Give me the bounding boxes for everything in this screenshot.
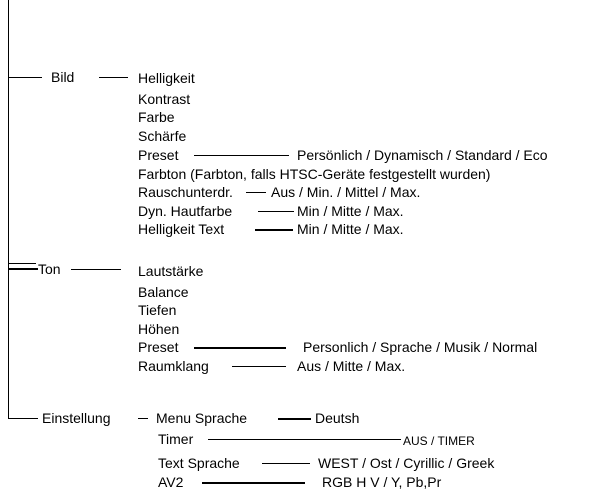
einstellung-av2-connector	[202, 482, 305, 484]
bild-item-farbe: Farbe	[138, 109, 175, 125]
bild-rausch-connector	[246, 192, 266, 193]
category-ton: Ton	[38, 261, 61, 277]
ton-item-raumklang: Raumklang	[138, 358, 209, 374]
einstellung-menusprache-options: Deutsh	[315, 410, 360, 426]
bild-item-farbton: Farbton (Farbton, falls HTSC-Geräte fest…	[138, 166, 491, 182]
einstellung-item-av2: AV2	[158, 474, 184, 490]
bild-branch-line	[99, 77, 128, 78]
einstellung-item-text-sprache: Text Sprache	[158, 455, 240, 471]
ton-raumklang-connector	[232, 366, 286, 367]
bild-haut-connector	[258, 211, 294, 212]
einstellung-av2-options: RGB H V / Y, Pb,Pr	[322, 474, 442, 490]
einstellung-timer-connector	[208, 439, 401, 440]
ton-connector	[8, 268, 38, 270]
main-trunk-line	[8, 0, 9, 418]
einstellung-item-menu-sprache: Menu Sprache	[156, 410, 248, 426]
bild-item-kontrast: Kontrast	[138, 91, 191, 107]
bild-rausch-options: Aus / Min. / Mittel / Max.	[271, 184, 421, 200]
ton-preset-connector	[194, 347, 286, 349]
ton-item-lautstaerke: Lautstärke	[138, 263, 204, 279]
bild-item-preset: Preset	[138, 147, 179, 163]
ton-raumklang-options: Aus / Mitte / Max.	[297, 358, 406, 374]
bild-connector	[8, 77, 42, 78]
bild-item-helligkeit-text: Helligkeit Text	[138, 221, 225, 237]
einstellung-menusprache-connector	[278, 418, 311, 420]
bild-item-dyn-hautfarbe: Dyn. Hautfarbe	[138, 203, 233, 219]
bild-item-rauschunterdr: Rauschunterdr.	[138, 184, 233, 200]
bild-helltext-connector	[255, 229, 293, 231]
ton-item-preset: Preset	[138, 339, 179, 355]
ton-connector-top	[8, 263, 36, 264]
category-bild: Bild	[51, 69, 75, 85]
ton-preset-options: Personlich / Sprache / Musik / Normal	[303, 339, 538, 355]
bild-item-helligkeit: Helligkeit	[138, 70, 195, 86]
category-einstellung: Einstellung	[42, 410, 111, 426]
einstellung-connector	[8, 418, 38, 419]
bild-helltext-options: Min / Mitte / Max.	[297, 221, 404, 237]
einstellung-textsprache-connector	[262, 463, 310, 464]
ton-item-balance: Balance	[138, 284, 189, 300]
ton-branch-line	[71, 269, 121, 270]
einstellung-item-timer: Timer	[158, 431, 194, 447]
ton-item-tiefen: Tiefen	[138, 302, 177, 318]
einstellung-timer-options: AUS / TIMER	[403, 434, 475, 448]
einstellung-branch-line	[138, 418, 148, 419]
bild-item-schaerfe: Schärfe	[138, 128, 187, 144]
ton-item-hoehen: Höhen	[138, 321, 180, 337]
bild-preset-connector	[194, 155, 289, 156]
bild-haut-options: Min / Mitte / Max.	[297, 203, 404, 219]
einstellung-textsprache-options: WEST / Ost / Cyrillic / Greek	[318, 455, 495, 471]
bild-preset-options: Persönlich / Dynamisch / Standard / Eco	[297, 147, 548, 163]
